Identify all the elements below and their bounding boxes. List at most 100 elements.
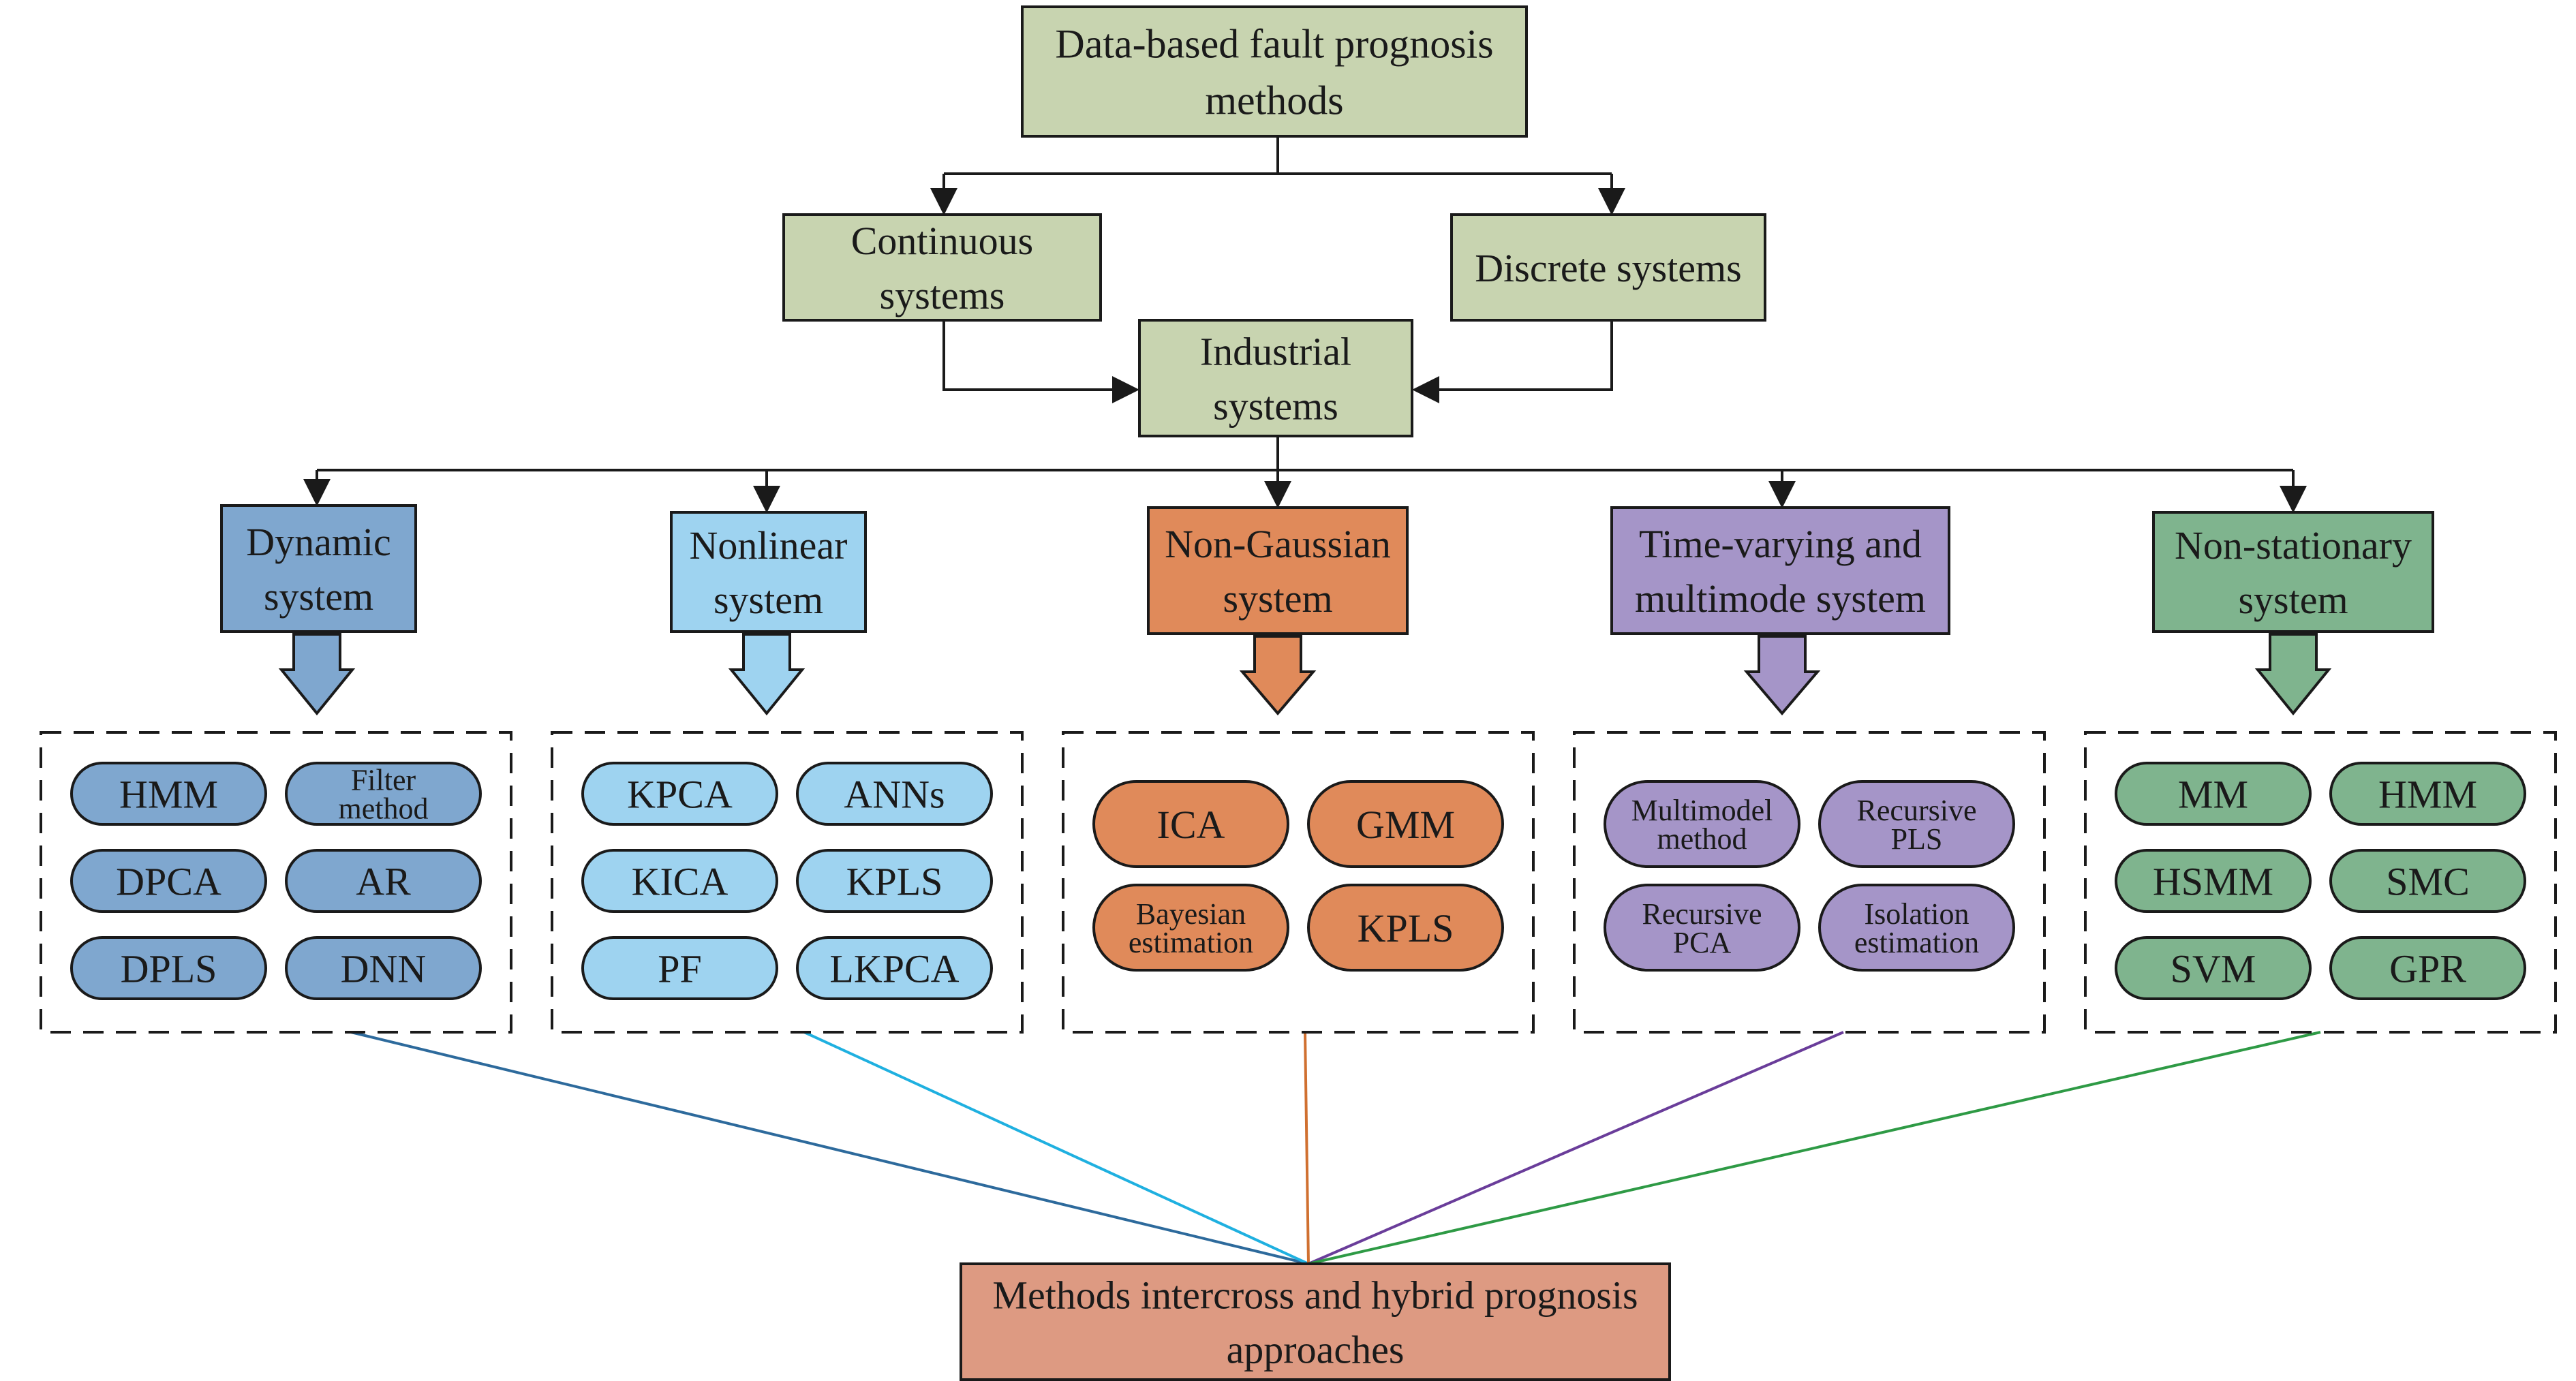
- non-gaussian-hybrid-link: [1304, 1031, 1310, 1264]
- nonlinear-method-label: ANNs: [844, 772, 945, 816]
- discrete-systems-node-box: [1450, 213, 1766, 322]
- non-stationary-method-label: SMC: [2386, 859, 2470, 903]
- non-stationary-down-arrow-icon: [2254, 633, 2332, 716]
- non-gaussian-method-pill-shape: [1092, 884, 1289, 972]
- non-gaussian-methods-container: [1062, 731, 1535, 1034]
- nonlinear-method-pill: PF: [581, 936, 778, 1000]
- nonlinear-method-pill: KPLS: [796, 849, 993, 913]
- non-gaussian-method-pill-shape: [1307, 780, 1504, 868]
- dynamic-down-arrow-icon: [278, 633, 356, 716]
- non-stationary-method-pill: SMC: [2329, 849, 2526, 913]
- non-stationary-method-pill: HSMM: [2115, 849, 2312, 913]
- non-stationary-method-label: HSMM: [2153, 859, 2273, 903]
- non-stationary-method-pill-shape: [2329, 936, 2526, 1000]
- non-gaussian-method-pill-shape: [1092, 780, 1289, 868]
- dynamic-method-pill: AR: [285, 849, 482, 913]
- time-varying-method-pill-shape: [1818, 780, 2015, 868]
- discrete-systems-node-label: Discrete systems: [1475, 246, 1741, 290]
- dynamic-method-pill: DPLS: [70, 936, 267, 1000]
- time-varying-method-pill-shape: [1818, 884, 2015, 972]
- time-varying-hybrid-link: [1308, 1031, 1844, 1265]
- non-stationary-method-label: SVM: [2171, 946, 2256, 991]
- nonlinear-method-label: KPCA: [627, 772, 733, 816]
- nonlinear-method-pill: KPCA: [581, 762, 778, 826]
- non-gaussian-method-pill-shape: [1307, 884, 1504, 972]
- nonlinear-method-pill-shape: [796, 936, 993, 1000]
- dynamic-method-pill-shape: [70, 936, 267, 1000]
- nonlinear-method-pill-shape: [581, 936, 778, 1000]
- nonlinear-down-arrow-icon: [728, 633, 806, 716]
- dynamic-method-pill-shape: [70, 849, 267, 913]
- non-gaussian-down-arrow-icon: [1239, 635, 1317, 716]
- non-gaussian-method-label: ICA: [1157, 803, 1225, 847]
- non-stationary-method-label: HMM: [2378, 772, 2477, 816]
- connector: [942, 320, 1139, 403]
- connector-lines: [303, 136, 2307, 513]
- time-varying-category-node-box: [1610, 506, 1950, 635]
- non-stationary-method-pill: SVM: [2115, 936, 2312, 1000]
- nonlinear-method-label: KICA: [632, 859, 729, 903]
- dynamic-method-pill-shape: [285, 849, 482, 913]
- dynamic-method-pill-shape: [285, 762, 482, 826]
- hybrid-link-lines: [350, 1031, 2321, 1265]
- nonlinear-hybrid-link: [803, 1031, 1309, 1265]
- non-stationary-method-pill-shape: [2329, 849, 2526, 913]
- discrete-systems-node: Discrete systems: [1450, 213, 1766, 322]
- hybrid-approaches-node-box: [960, 1262, 1671, 1381]
- nonlinear-category-node-box: [670, 511, 867, 633]
- non-stationary-method-pill: GPR: [2329, 936, 2526, 1000]
- continuous-systems-node-box: [782, 213, 1102, 322]
- non-stationary-method-label: GPR: [2389, 946, 2466, 991]
- dynamic-hybrid-link: [350, 1031, 1309, 1265]
- non-stationary-method-pill-shape: [2115, 849, 2312, 913]
- non-gaussian-method-label: GMM: [1356, 803, 1455, 847]
- non-stationary-hybrid-link: [1308, 1031, 2321, 1265]
- time-varying-method-pill-shape: [1604, 884, 1800, 972]
- connector: [1412, 320, 1613, 403]
- non-stationary-method-label: MM: [2178, 772, 2248, 816]
- time-varying-down-arrow-icon: [1743, 635, 1821, 716]
- dynamic-method-label: HMM: [119, 772, 218, 816]
- dynamic-method-label: DNN: [341, 946, 427, 991]
- nonlinear-method-pill: ANNs: [796, 762, 993, 826]
- nonlinear-method-label: PF: [658, 946, 702, 991]
- dynamic-method-pill: DNN: [285, 936, 482, 1000]
- non-stationary-method-pill-shape: [2115, 936, 2312, 1000]
- dynamic-method-pill-shape: [70, 762, 267, 826]
- dynamic-method-label: DPLS: [121, 946, 217, 991]
- nonlinear-method-label: LKPCA: [829, 946, 959, 991]
- dynamic-method-label: AR: [356, 859, 411, 903]
- non-stationary-method-pill-shape: [2115, 762, 2312, 826]
- industrial-systems-node-box: [1138, 319, 1413, 437]
- nonlinear-method-pill: KICA: [581, 849, 778, 913]
- non-gaussian-method-label: KPLS: [1358, 906, 1454, 950]
- non-stationary-method-pill-shape: [2329, 762, 2526, 826]
- dynamic-method-pill-shape: [285, 936, 482, 1000]
- non-gaussian-method-pill: KPLS: [1307, 884, 1504, 972]
- non-stationary-methods-container: [2084, 731, 2557, 1034]
- nonlinear-methods-container: [551, 731, 1024, 1034]
